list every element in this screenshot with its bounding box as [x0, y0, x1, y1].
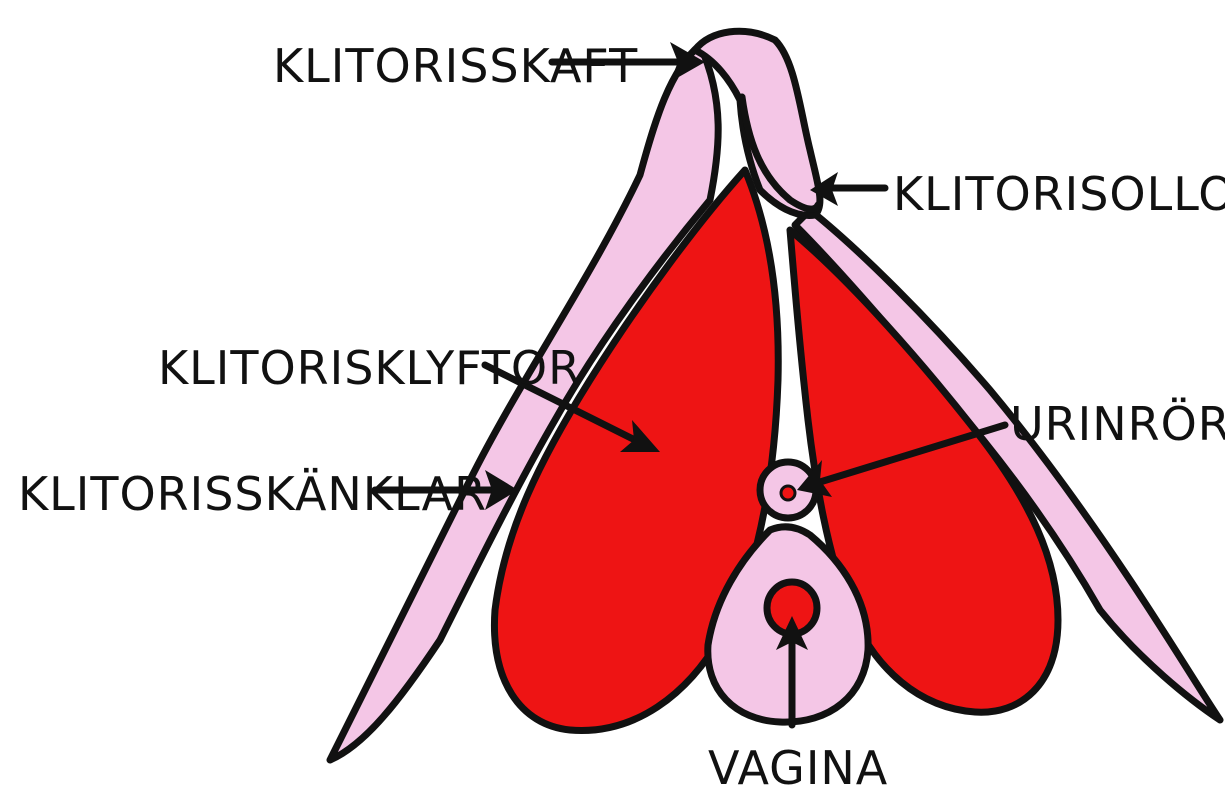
label-urethra: URINRÖR: [1010, 397, 1225, 451]
label-glans: KLITORISOLLON: [893, 167, 1225, 221]
label-bulbs: KLITORISKLYFTOR: [158, 341, 581, 395]
urethra-opening: [781, 486, 795, 500]
label-crura: KLITORISSKÄNKLAR: [18, 467, 487, 521]
label-vagina: VAGINA: [708, 741, 888, 795]
label-shaft: KLITORISSKAFT: [273, 39, 638, 93]
